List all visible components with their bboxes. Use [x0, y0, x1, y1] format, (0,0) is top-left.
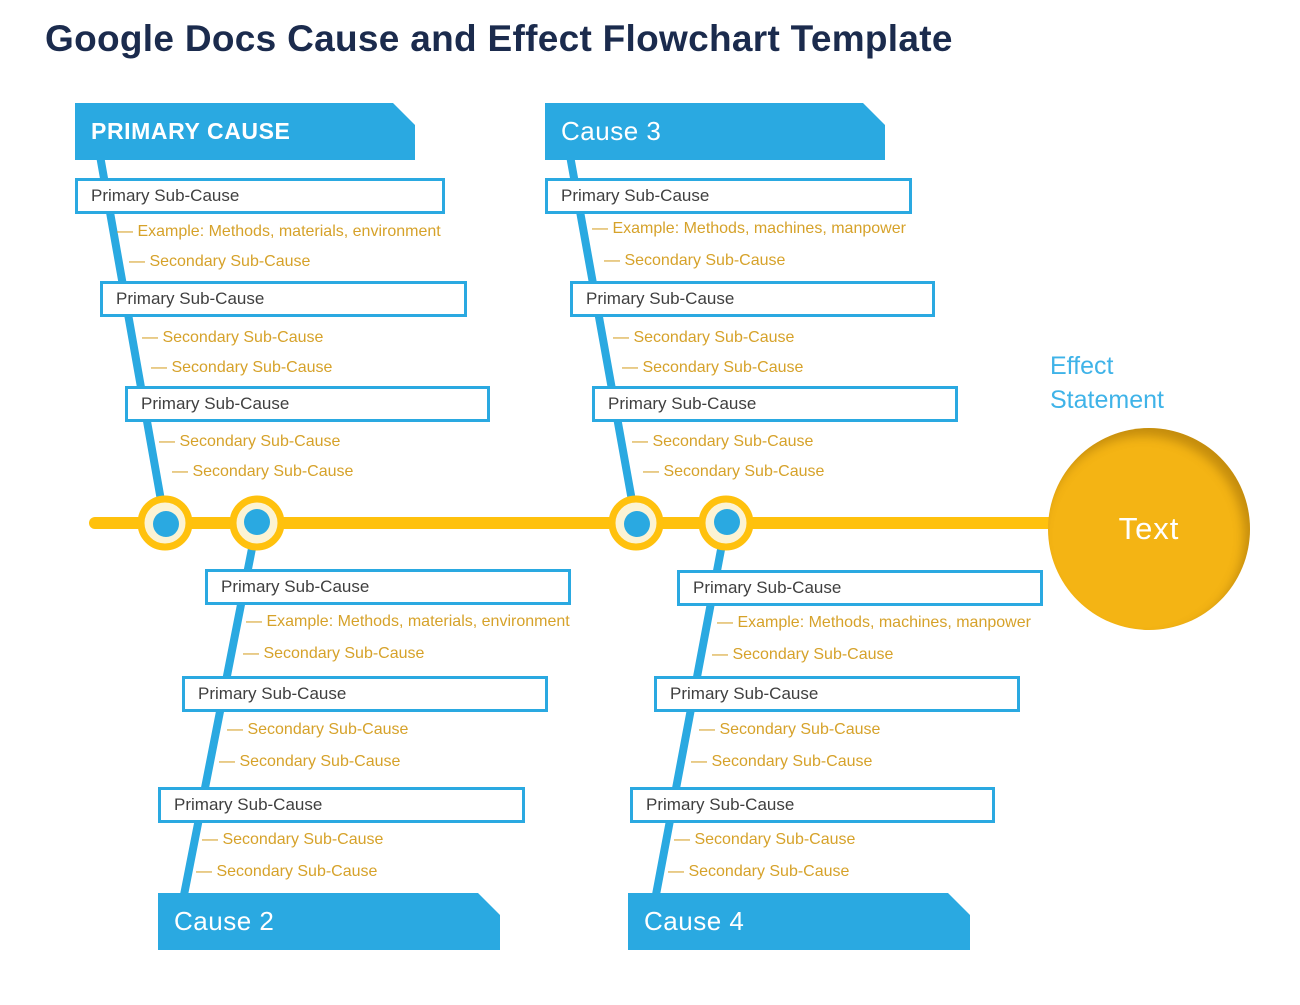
primary-sub-cause-box: Primary Sub-Cause [125, 386, 490, 422]
secondary-sub-cause-text: — Secondary Sub-Cause [674, 831, 856, 848]
secondary-sub-cause-text: — Secondary Sub-Cause [668, 863, 850, 880]
primary-sub-cause-box: Primary Sub-Cause [654, 676, 1020, 712]
example-sub-cause-text: — Example: Methods, materials, environme… [117, 223, 441, 240]
branch-header-cause-3: Cause 3 [545, 103, 885, 160]
secondary-sub-cause-text: — Secondary Sub-Cause [632, 433, 814, 450]
primary-sub-cause-box: Primary Sub-Cause [205, 569, 571, 605]
primary-sub-cause-box: Primary Sub-Cause [570, 281, 935, 317]
secondary-sub-cause-text: — Secondary Sub-Cause [604, 252, 786, 269]
example-sub-cause-text: — Example: Methods, machines, manpower [717, 614, 1031, 631]
branch-header-cause-4: Cause 4 [628, 893, 970, 950]
primary-sub-cause-box: Primary Sub-Cause [182, 676, 548, 712]
secondary-sub-cause-text: — Secondary Sub-Cause [227, 721, 409, 738]
page-title: Google Docs Cause and Effect Flowchart T… [45, 18, 953, 59]
junction-dot-2 [244, 509, 270, 535]
secondary-sub-cause-text: — Secondary Sub-Cause [643, 463, 825, 480]
branch-header-cause-2: Cause 2 [158, 893, 500, 950]
secondary-sub-cause-text: — Secondary Sub-Cause [196, 863, 378, 880]
example-sub-cause-text: — Example: Methods, materials, environme… [246, 613, 570, 630]
secondary-sub-cause-text: — Secondary Sub-Cause [613, 329, 795, 346]
secondary-sub-cause-text: — Secondary Sub-Cause [699, 721, 881, 738]
effect-circle-text: Text [1118, 511, 1180, 546]
secondary-sub-cause-text: — Secondary Sub-Cause [712, 646, 894, 663]
example-sub-cause-text: — Example: Methods, machines, manpower [592, 220, 906, 237]
primary-sub-cause-box: Primary Sub-Cause [75, 178, 445, 214]
secondary-sub-cause-text: — Secondary Sub-Cause [691, 753, 873, 770]
primary-sub-cause-box: Primary Sub-Cause [545, 178, 912, 214]
secondary-sub-cause-text: — Secondary Sub-Cause [622, 359, 804, 376]
junction-dot-4 [714, 509, 740, 535]
secondary-sub-cause-text: — Secondary Sub-Cause [219, 753, 401, 770]
junction-dot-1 [153, 511, 179, 537]
branch-header-primary-cause: PRIMARY CAUSE [75, 103, 415, 160]
secondary-sub-cause-text: — Secondary Sub-Cause [172, 463, 354, 480]
primary-sub-cause-box: Primary Sub-Cause [630, 787, 995, 823]
primary-sub-cause-box: Primary Sub-Cause [677, 570, 1043, 606]
secondary-sub-cause-text: — Secondary Sub-Cause [142, 329, 324, 346]
junction-dot-3 [624, 511, 650, 537]
secondary-sub-cause-text: — Secondary Sub-Cause [243, 645, 425, 662]
primary-sub-cause-box: Primary Sub-Cause [592, 386, 958, 422]
primary-sub-cause-box: Primary Sub-Cause [158, 787, 525, 823]
secondary-sub-cause-text: — Secondary Sub-Cause [202, 831, 384, 848]
effect-statement-label: Effect Statement [1050, 352, 1164, 414]
effect-circle: Text [1048, 428, 1250, 630]
secondary-sub-cause-text: — Secondary Sub-Cause [159, 433, 341, 450]
secondary-sub-cause-text: — Secondary Sub-Cause [151, 359, 333, 376]
primary-sub-cause-box: Primary Sub-Cause [100, 281, 467, 317]
secondary-sub-cause-text: — Secondary Sub-Cause [129, 253, 311, 270]
